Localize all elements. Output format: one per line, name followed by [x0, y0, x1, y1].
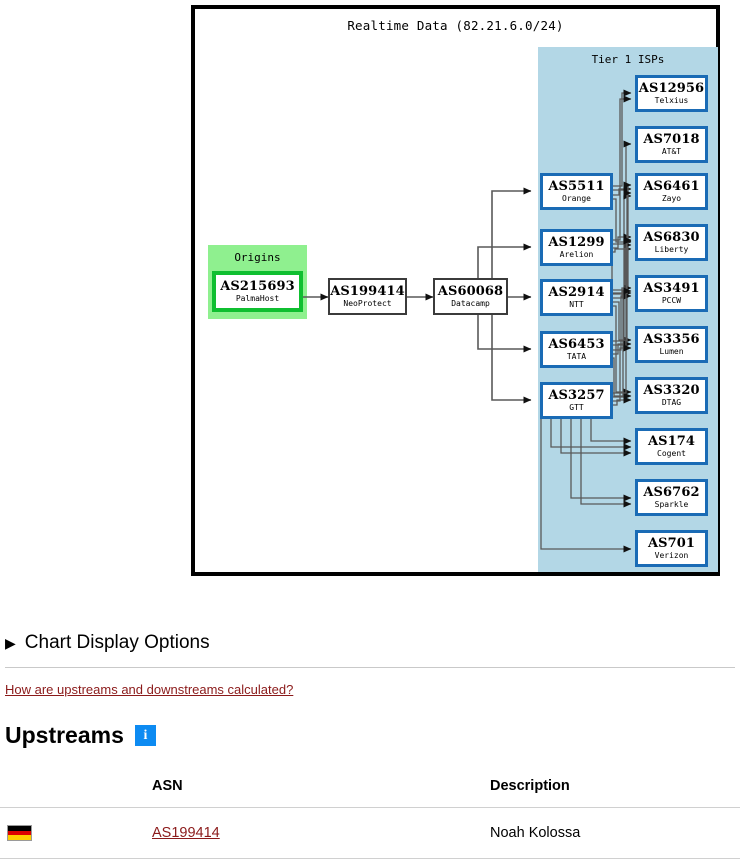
node-org: Telxius — [654, 95, 689, 105]
node-asn: AS12956 — [638, 80, 705, 96]
info-icon[interactable]: i — [134, 725, 156, 746]
node-org: Orange — [562, 193, 591, 203]
node-as5511[interactable]: AS5511 Orange — [540, 173, 613, 210]
upstreams-calculation-help-link[interactable]: How are upstreams and downstreams calcul… — [5, 682, 294, 697]
node-org: Arelion — [559, 249, 594, 259]
node-asn: AS3356 — [643, 331, 700, 347]
node-as3320[interactable]: AS3320 DTAG — [635, 377, 708, 414]
node-asn: AS5511 — [548, 178, 605, 194]
node-asn: AS60068 — [437, 283, 504, 299]
cell-flag — [0, 807, 152, 859]
upstreams-table: ASN Description AS199414 Noah Kolossa — [0, 778, 740, 859]
node-asn: AS199414 — [330, 283, 405, 299]
node-asn: AS2914 — [548, 284, 605, 300]
node-asn: AS6461 — [643, 178, 700, 194]
node-as60068[interactable]: AS60068 Datacamp — [433, 278, 508, 315]
info-icon-glyph: i — [143, 727, 148, 743]
table-row: AS199414 Noah Kolossa — [0, 807, 740, 859]
node-org: NTT — [569, 299, 584, 309]
node-asn: AS1299 — [548, 234, 605, 250]
node-org: PalmaHost — [235, 293, 280, 303]
node-as199414[interactable]: AS199414 NeoProtect — [328, 278, 407, 315]
node-org: Zayo — [661, 193, 682, 203]
node-as3257[interactable]: AS3257 GTT — [540, 382, 613, 419]
column-header-flag — [0, 778, 152, 808]
node-org: Liberty — [654, 244, 689, 254]
node-as7018[interactable]: AS7018 AT&T — [635, 126, 708, 163]
node-org: AT&T — [661, 146, 682, 156]
node-asn: AS174 — [647, 433, 696, 449]
upstreams-heading-group: Upstreams i — [5, 722, 156, 749]
column-header-description: Description — [490, 778, 740, 808]
node-org: Cogent — [657, 448, 686, 458]
node-as1299[interactable]: AS1299 Arelion — [540, 229, 613, 266]
node-as701[interactable]: AS701 Verizon — [635, 530, 708, 567]
node-org: PCCW — [661, 295, 682, 305]
node-as174[interactable]: AS174 Cogent — [635, 428, 708, 465]
node-org: Datacamp — [451, 298, 490, 308]
node-org: Lumen — [659, 346, 684, 356]
asn-link[interactable]: AS199414 — [152, 825, 220, 841]
node-org: DTAG — [661, 397, 682, 407]
node-as6461[interactable]: AS6461 Zayo — [635, 173, 708, 210]
node-as12956[interactable]: AS12956 Telxius — [635, 75, 708, 112]
edge-layer — [298, 89, 632, 553]
node-asn: AS701 — [647, 535, 696, 551]
node-as3356[interactable]: AS3356 Lumen — [635, 326, 708, 363]
cell-description: Noah Kolossa — [490, 807, 740, 859]
node-asn: AS3491 — [643, 280, 700, 296]
node-org: GTT — [569, 402, 584, 412]
node-as2914[interactable]: AS2914 NTT — [540, 279, 613, 316]
cell-asn: AS199414 — [152, 807, 490, 859]
chevron-right-icon: ▶ — [5, 635, 16, 651]
realtime-data-chart: Realtime Data (82.21.6.0/24) Tier 1 ISPs… — [191, 5, 720, 576]
tier1-isps-group-label: Tier 1 ISPs — [591, 53, 665, 66]
node-org: TATA — [566, 351, 587, 361]
node-asn: AS6830 — [643, 229, 700, 245]
node-org: Sparkle — [654, 499, 689, 509]
node-asn: AS3320 — [643, 382, 700, 398]
node-asn: AS215693 — [220, 278, 295, 294]
column-header-asn: ASN — [152, 778, 490, 808]
node-org: NeoProtect — [343, 298, 392, 308]
node-as3491[interactable]: AS3491 PCCW — [635, 275, 708, 312]
node-asn: AS6453 — [548, 336, 605, 352]
chart-display-options-label: Chart Display Options — [24, 632, 210, 653]
origins-group-label: Origins — [234, 251, 281, 264]
node-asn: AS6762 — [643, 484, 700, 500]
chart-title: Realtime Data (82.21.6.0/24) — [347, 18, 564, 33]
section-divider — [5, 667, 735, 668]
node-asn: AS7018 — [643, 131, 700, 147]
node-as6830[interactable]: AS6830 Liberty — [635, 224, 708, 261]
chart-display-options-toggle[interactable]: ▶ Chart Display Options — [5, 632, 735, 654]
node-as215693[interactable]: AS215693 PalmaHost — [212, 271, 303, 312]
node-org: Verizon — [654, 550, 689, 560]
node-as6762[interactable]: AS6762 Sparkle — [635, 479, 708, 516]
table-header-row: ASN Description — [0, 778, 740, 808]
flag-icon-germany — [7, 825, 32, 841]
node-asn: AS3257 — [548, 387, 605, 403]
page-title: Upstreams — [5, 722, 124, 748]
node-as6453[interactable]: AS6453 TATA — [540, 331, 613, 368]
